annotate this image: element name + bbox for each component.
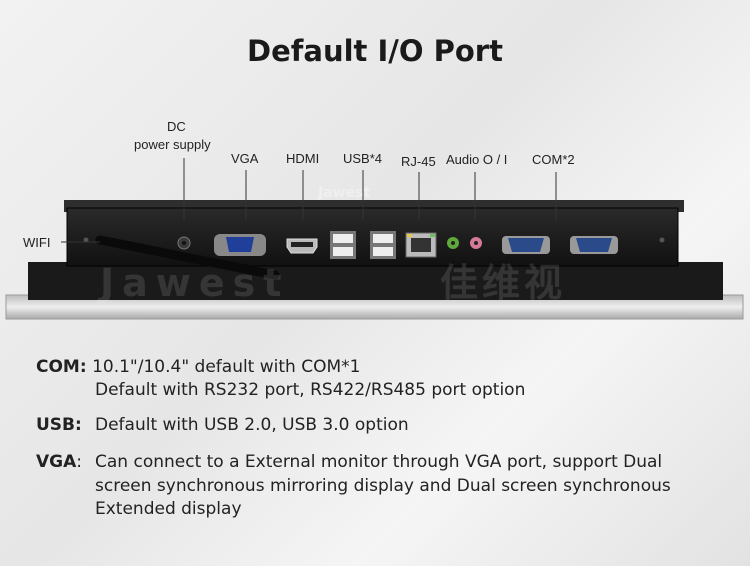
com-ports-icon	[502, 236, 618, 254]
spec-vga-line2-row: screen synchronous mirroring display and…	[95, 476, 671, 496]
page-title: Default I/O Port	[247, 34, 503, 68]
lower-body	[28, 262, 723, 300]
spec-com-line2-row: Default with RS232 port, RS422/RS485 por…	[95, 380, 525, 400]
watermark-top: Jawest	[317, 185, 370, 201]
spec-com-line2: Default with RS232 port, RS422/RS485 por…	[95, 380, 526, 400]
spec-vga-key: VGA	[36, 452, 77, 472]
spec-vga-line3: Extended display	[95, 499, 242, 519]
watermark-cn: 佳维视	[440, 261, 566, 305]
screw-hole-left	[83, 237, 89, 243]
watermark-large: Jawest	[97, 261, 289, 305]
spec-usb: USB:	[36, 415, 82, 435]
hdmi-label: HDMI	[286, 151, 320, 166]
dc-label-line2: power supply	[134, 137, 211, 152]
spec-com-line1: 10.1"/10.4" default with COM*1	[92, 357, 361, 377]
spec-usb-line1-row: Default with USB 2.0, USB 3.0 option	[95, 415, 409, 435]
spec-com-key: COM:	[36, 357, 87, 377]
spec-vga-line1-row: Can connect to a External monitor throug…	[95, 452, 662, 472]
spec-vga-sep: :	[76, 452, 83, 472]
spec-usb-key: USB:	[36, 415, 82, 435]
rj45-label: RJ-45	[401, 154, 436, 169]
spec-usb-line1: Default with USB 2.0, USB 3.0 option	[95, 415, 409, 435]
audio-label: Audio O / I	[446, 152, 508, 167]
spec-vga-line1: Can connect to a External monitor throug…	[95, 452, 663, 472]
spec-com: COM: 10.1"/10.4" default with COM*1	[36, 357, 360, 377]
com-label: COM*2	[532, 152, 575, 167]
spec-vga-line3-row: Extended display	[95, 499, 242, 519]
wifi-label: WIFI	[23, 235, 51, 250]
spec-vga: VGA:	[36, 452, 82, 472]
spec-vga-line2: screen synchronous mirroring display and…	[95, 476, 671, 496]
wifi-antenna	[95, 235, 280, 280]
usb-label: USB*4	[343, 151, 383, 166]
vga-label: VGA	[231, 151, 259, 166]
screw-hole-right	[659, 237, 665, 243]
dc-label-line1: DC	[167, 119, 186, 134]
usb-ports-icon	[330, 231, 396, 259]
